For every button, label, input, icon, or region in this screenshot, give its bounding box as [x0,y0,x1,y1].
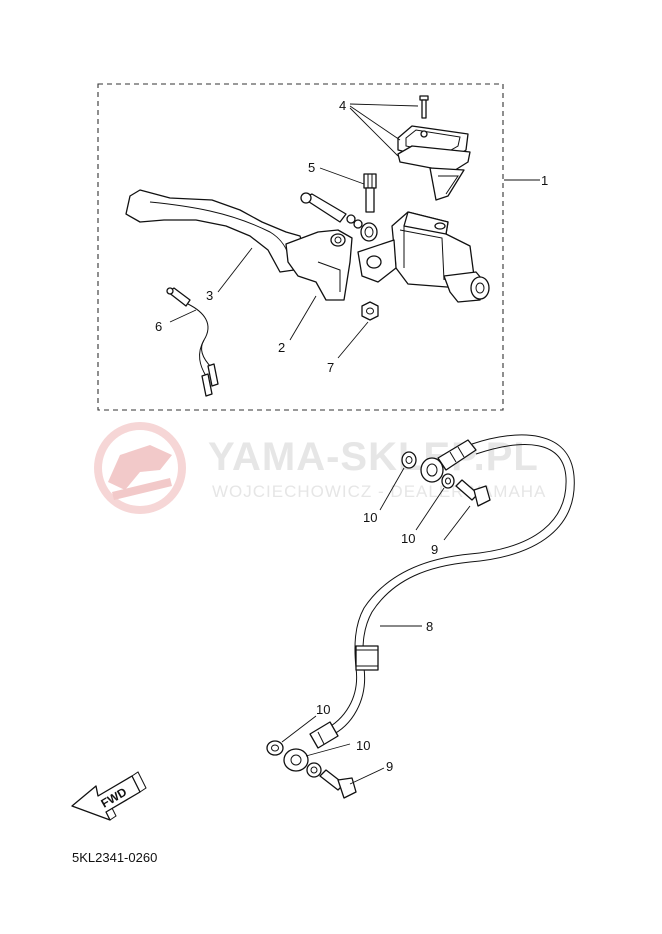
master-cylinder-body [357,211,490,303]
pivot-bolt [363,173,377,213]
lock-nut [361,301,379,321]
lower-hose-fitting [266,721,357,799]
callout-4: 4 [339,98,346,113]
forward-direction-arrow: FWD [71,771,147,821]
callout-10-lower-b: 10 [356,738,370,753]
callout-7: 7 [327,360,334,375]
brake-switch [166,287,219,397]
watermark: YAMA-SKLEP.PL WOJCIECHOWICZ - DEALER YAM… [94,422,546,514]
cap-screw [419,95,429,119]
brake-hose [323,434,575,737]
diaphragm [397,145,471,201]
watermark-subtitle: WOJCIECHOWICZ - DEALER YAMAHA [212,482,546,501]
callout-9-upper: 9 [431,542,438,557]
piston-kit [300,192,378,242]
callout-1: 1 [541,173,548,188]
callout-labels: 4 1 5 3 6 2 7 10 10 9 8 10 10 9 [155,98,548,774]
callout-8: 8 [426,619,433,634]
diagram-code: 5KL2341-0260 [72,850,157,865]
reservoir-cap-group [397,95,471,201]
lever-holder-bracket [285,229,353,301]
leader-lines [169,103,540,785]
callout-9-lower: 9 [386,759,393,774]
callout-10-upper-a: 10 [363,510,377,525]
callout-2: 2 [278,340,285,355]
callout-6: 6 [155,319,162,334]
upper-union-bolt [455,479,491,507]
callout-10-lower-a: 10 [316,702,330,717]
callout-3: 3 [206,288,213,303]
brake-lever [125,189,305,273]
watermark-logo [94,422,186,514]
watermark-brand: YAMA-SKLEP.PL [208,435,539,479]
callout-5: 5 [308,160,315,175]
assembly-box [97,83,504,411]
upper-hose-fitting [401,439,491,507]
callout-10-upper-b: 10 [401,531,415,546]
